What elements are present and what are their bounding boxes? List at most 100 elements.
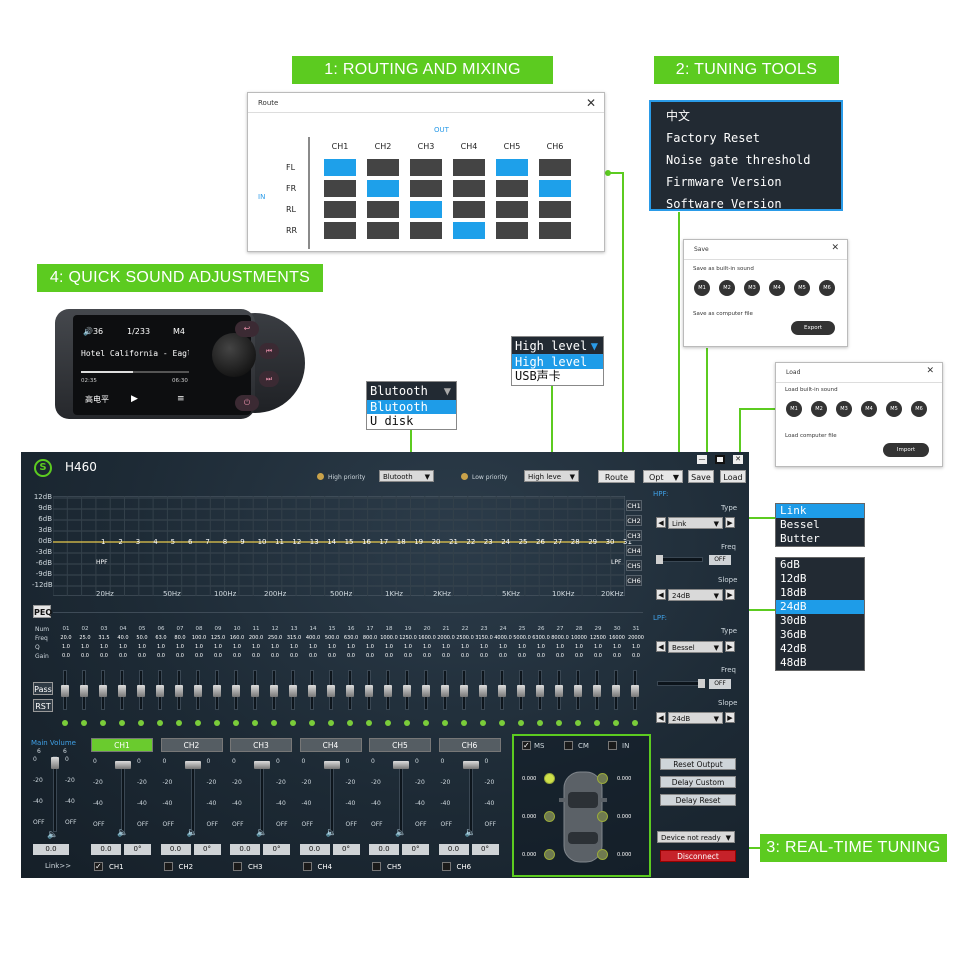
speaker-delay-value[interactable]: 0.000 [617,814,632,820]
load-slot-button[interactable]: M6 [911,401,927,417]
slider-knob[interactable] [479,685,487,697]
export-button[interactable]: Export [791,321,835,335]
eq-band-marker[interactable]: 29 [588,538,598,546]
lpf-slope-prev-icon[interactable]: ◀ [656,712,666,723]
high-priority-radio-icon[interactable] [317,473,324,480]
channel-tab-2[interactable]: CH2 [160,738,223,752]
peq-gain-cell[interactable]: 0.0 [214,653,222,659]
reset-output-button[interactable]: Reset Output [660,758,736,770]
slider-knob[interactable] [99,685,107,697]
input-source-selected[interactable]: High level▼ [512,337,603,355]
eq-band-slider[interactable] [517,670,525,710]
peq-q-cell[interactable]: 1.0 [252,644,260,650]
route-cell[interactable] [496,180,528,197]
eq-band-slider[interactable] [137,670,145,710]
eq-band-marker[interactable]: 24 [501,538,511,546]
peq-freq-cell[interactable]: 1600.0 [418,635,436,641]
eq-band-slider[interactable] [346,670,354,710]
save-slot-button[interactable]: M4 [769,280,785,296]
slider-knob[interactable] [323,761,340,769]
next-track-icon[interactable]: ⏭ [259,371,279,387]
peq-freq-cell[interactable]: 3150.0 [475,635,493,641]
slider-knob[interactable] [270,685,278,697]
peq-q-cell[interactable]: 1.0 [214,644,222,650]
slope-option[interactable]: 18dB [780,586,807,599]
peq-freq-cell[interactable]: 25.0 [79,635,91,641]
slider-knob[interactable] [251,685,259,697]
eq-band-marker[interactable]: 23 [483,538,493,546]
peq-q-cell[interactable]: 1.0 [537,644,545,650]
slider-knob[interactable] [194,685,202,697]
peq-q-cell[interactable]: 1.0 [461,644,469,650]
slider-knob[interactable] [175,685,183,697]
peq-q-cell[interactable]: 1.0 [556,644,564,650]
channel-gain-value[interactable]: 0.0 [91,844,121,855]
slider-knob[interactable] [536,685,544,697]
channel-link-checkbox[interactable] [163,862,173,871]
route-cell[interactable] [324,180,356,197]
ms-checkbox[interactable]: ✓ [522,741,531,750]
slider-knob[interactable] [289,685,297,697]
cm-checkbox[interactable] [564,741,573,750]
peq-freq-cell[interactable]: 100.0 [191,635,207,641]
eq-band-slider[interactable] [384,670,392,710]
lpf-type-prev-icon[interactable]: ◀ [656,641,666,652]
speaker-delay-value[interactable]: 0.000 [522,776,537,782]
peq-q-cell[interactable]: 1.0 [518,644,526,650]
low-priority-radio-icon[interactable] [461,473,468,480]
route-cell[interactable] [367,159,399,176]
speaker-icon[interactable] [597,811,608,822]
high-priority-select[interactable]: Blutooth▼ [379,470,434,482]
eq-band-slider[interactable] [175,670,183,710]
lpf-freq-slider[interactable] [657,679,705,688]
peq-gain-cell[interactable]: 0.0 [233,653,241,659]
speaker-delay-value[interactable]: 0.000 [617,852,632,858]
peq-gain-cell[interactable]: 0.0 [138,653,146,659]
route-cell[interactable] [410,159,442,176]
eq-band-slider[interactable] [460,670,468,710]
channel-link-checkbox[interactable]: ✓ [94,862,103,871]
speaker-delay-value[interactable]: 0.000 [522,814,537,820]
eq-band-slider[interactable] [232,670,240,710]
load-button[interactable]: Load [720,470,746,483]
peq-gain-cell[interactable]: 0.0 [328,653,336,659]
speaker-delay-value[interactable]: 0.000 [522,852,537,858]
peq-freq-cell[interactable]: 12500 [590,635,606,641]
peq-q-cell[interactable]: 1.0 [347,644,355,650]
route-cell[interactable] [539,159,571,176]
peq-q-cell[interactable]: 1.0 [404,644,412,650]
peq-freq-cell[interactable]: 125.0 [210,635,226,641]
slider-knob[interactable] [498,685,506,697]
peq-freq-cell[interactable]: 315.0 [286,635,302,641]
eq-band-marker[interactable]: 15 [344,538,354,546]
peq-freq-cell[interactable]: 1000.0 [380,635,398,641]
lpf-slope-next-icon[interactable]: ▶ [725,712,735,723]
peq-freq-cell[interactable]: 2500.0 [456,635,474,641]
peq-gain-cell[interactable]: 0.0 [518,653,526,659]
slider-knob[interactable] [137,685,145,697]
load-slot-button[interactable]: M2 [811,401,827,417]
channel-link-checkbox[interactable] [441,862,451,871]
graph-channel-tag[interactable]: CH1 [626,500,642,511]
slope-option[interactable]: 24dB [776,600,864,614]
eq-band-marker[interactable]: 16 [362,538,371,546]
route-cell[interactable] [496,201,528,218]
delay-reset-button[interactable]: Delay Reset [660,794,736,806]
speaker-icon[interactable] [544,811,555,822]
opt-menu-item[interactable]: Firmware Version [666,175,782,189]
lpf-type-next-icon[interactable]: ▶ [725,641,735,652]
peq-freq-cell[interactable]: 1250.0 [399,635,417,641]
peq-gain-cell[interactable]: 0.0 [252,653,260,659]
speaker-icon[interactable] [597,773,608,784]
slider-knob[interactable] [80,685,88,697]
opt-menu-item[interactable]: Noise gate threshold [666,153,811,167]
opt-menu-item[interactable]: Factory Reset [666,131,760,145]
eq-band-slider[interactable] [99,670,107,710]
close-icon[interactable]: ✕ [926,366,934,376]
peq-q-cell[interactable]: 1.0 [613,644,621,650]
peq-freq-cell[interactable]: 10000 [571,635,587,641]
slider-knob[interactable] [118,685,126,697]
channel-tab-4[interactable]: CH4 [299,738,362,752]
channel-gain-slider[interactable] [115,761,131,832]
